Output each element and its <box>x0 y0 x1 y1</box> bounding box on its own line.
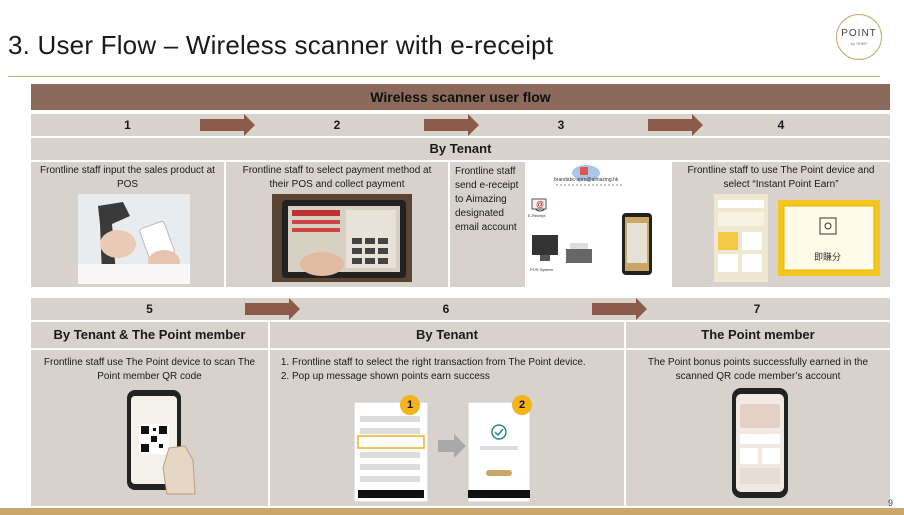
svg-text:@: @ <box>536 200 544 209</box>
member-phone-photo <box>730 388 790 500</box>
badge-1: 1 <box>406 399 414 411</box>
logo-text: POINT <box>841 28 877 39</box>
qr-phone-illustration-icon <box>127 390 196 495</box>
device-screens-illustration-icon <box>714 194 880 282</box>
step-3-cell: Frontline staff send e-receipt to Aimazi… <box>450 162 670 287</box>
footer-bar <box>0 508 904 515</box>
step-5-text: Frontline staff use The Point device to … <box>43 357 256 382</box>
email-address: brandabc-aprn@aimazing.hk <box>554 177 619 183</box>
scanner-illustration-icon <box>78 194 190 284</box>
title-divider <box>8 76 880 77</box>
step-7-cell: The Point bonus points successfully earn… <box>626 350 890 506</box>
step-6-cell: Frontline staff to select the right tran… <box>270 350 624 506</box>
step-1-text: Frontline staff input the sales product … <box>40 165 215 190</box>
step-2-cell: Frontline staff to select payment method… <box>226 162 448 287</box>
step-number-2: 2 <box>333 118 341 132</box>
step-4-text: Frontline staff to use The Point device … <box>687 165 875 190</box>
step-number-5: 5 <box>146 302 153 316</box>
logo-subtext: by SHKP <box>850 41 868 46</box>
step-7-text: The Point bonus points successfully earn… <box>647 357 869 382</box>
step-number-4: 4 <box>777 118 785 132</box>
transaction-illustration-icon <box>354 395 532 502</box>
transaction-screens: 1 2 <box>354 394 534 502</box>
actor-label-7: The Point member <box>626 322 890 348</box>
flow-header: Wireless scanner user flow <box>370 89 551 105</box>
email-flow-illustration-icon: @ <box>526 163 662 285</box>
pos-terminal-photo <box>272 194 412 282</box>
actor-label-6: By Tenant <box>270 322 624 348</box>
step-2-text: Frontline staff to select payment method… <box>242 165 432 190</box>
step-1-cell: Frontline staff input the sales product … <box>31 162 224 287</box>
brand-logo: POINT by SHKP <box>836 14 882 60</box>
arrow-icon <box>592 298 647 320</box>
page-number: 9 <box>888 498 894 508</box>
e-receipt-diagram: @ brandabc-aprn@aimazing.hk E-Receipt PO… <box>526 163 662 285</box>
arrow-icon <box>200 114 255 136</box>
step-6-list: Frontline staff to select the right tran… <box>270 356 620 384</box>
bottom-steps-row: 5 6 7 <box>31 298 890 320</box>
page-title: 3. User Flow – Wireless scanner with e-r… <box>8 30 554 60</box>
step-5-cell: Frontline staff use The Point device to … <box>31 350 268 506</box>
qr-scan-photo <box>123 390 201 496</box>
step-number-7: 7 <box>753 302 761 316</box>
flow-header-band: Wireless scanner user flow <box>31 84 890 110</box>
instant-earn-label: 即賺分 <box>814 252 842 262</box>
badge-2: 2 <box>518 399 526 411</box>
barcode-scanner-photo <box>78 194 190 284</box>
step-number-3: 3 <box>557 118 565 132</box>
e-receipt-label: E-Receipt <box>528 213 546 218</box>
step-number-6: 6 <box>442 302 450 316</box>
top-actor-label: By Tenant <box>31 138 890 160</box>
step-3-text-bg <box>450 162 525 287</box>
step-6-item-2: Pop up message shown points earn success <box>292 370 620 384</box>
pos-screen-illustration-icon <box>272 194 412 282</box>
actor-label-5: By Tenant & The Point member <box>31 322 268 348</box>
step-number-1: 1 <box>124 118 131 132</box>
step-6-item-1: Frontline staff to select the right tran… <box>292 356 620 370</box>
arrow-icon <box>424 114 479 136</box>
point-device-screens: 即賺分 <box>714 194 884 282</box>
member-app-illustration-icon <box>732 388 788 498</box>
arrow-icon <box>648 114 703 136</box>
step-4-cell: Frontline staff to use The Point device … <box>672 162 890 287</box>
pos-system-label: POS System <box>530 267 553 272</box>
arrow-icon <box>245 298 300 320</box>
step-3-text: Frontline staff send e-receipt to Aimazi… <box>455 166 519 233</box>
